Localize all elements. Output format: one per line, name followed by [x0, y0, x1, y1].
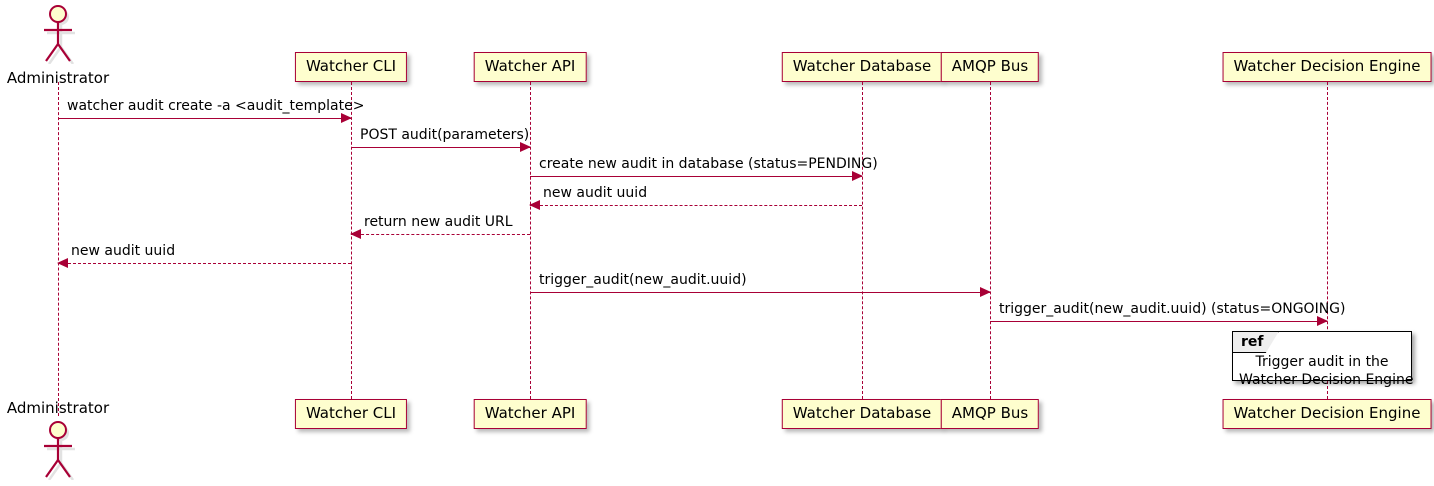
participant-label-watcher-decision-engine-bottom: Watcher Decision Engine	[1233, 404, 1421, 422]
participant-label-watcher-database-bottom: Watcher Database	[792, 404, 932, 422]
lifeline-watcher-database	[862, 82, 863, 399]
message-line	[351, 234, 530, 235]
lifeline-watcher-api	[530, 82, 531, 399]
lifeline-watcher-decision-engine	[1327, 82, 1328, 399]
stick-figure-icon	[44, 421, 75, 481]
message-label: new audit uuid	[543, 185, 648, 201]
ref-fragment: ref Trigger audit in the Watcher Decisio…	[1232, 331, 1413, 388]
participant-amqp-bus-top[interactable]: AMQP Bus	[940, 52, 1040, 82]
arrowhead-icon	[57, 258, 68, 268]
lifeline-amqp-bus	[990, 82, 991, 399]
participant-watcher-database-bottom[interactable]: Watcher Database	[781, 399, 943, 429]
participant-watcher-cli-top[interactable]: Watcher CLI	[294, 52, 408, 82]
participant-label-watcher-database-top: Watcher Database	[792, 57, 932, 75]
message-line	[58, 263, 351, 264]
participant-label-watcher-cli-top: Watcher CLI	[305, 57, 397, 75]
stick-figure-icon	[44, 5, 75, 65]
lifeline-administrator	[58, 82, 59, 416]
participant-watcher-cli-bottom[interactable]: Watcher CLI	[294, 399, 408, 429]
participant-amqp-bus-bottom[interactable]: AMQP Bus	[940, 399, 1040, 429]
arrowhead-icon	[852, 171, 863, 181]
participant-label-administrator-bottom: Administrator	[6, 399, 110, 417]
arrowhead-icon	[520, 142, 531, 152]
actor-administrator-top	[35, 4, 81, 68]
message-label: trigger_audit(new_audit.uuid) (status=ON…	[999, 301, 1346, 317]
participant-label-watcher-api-top: Watcher API	[484, 57, 576, 75]
ref-fragment-line-1: Trigger audit in the	[1255, 354, 1389, 370]
actor-administrator-bottom	[35, 420, 81, 484]
message-label: POST audit(parameters)	[360, 127, 530, 143]
participant-label-watcher-cli-bottom: Watcher CLI	[305, 404, 397, 422]
participant-label-administrator-top: Administrator	[6, 69, 110, 87]
ref-fragment-tab-label: ref	[1233, 332, 1279, 353]
message-line	[530, 292, 990, 293]
participant-label-watcher-decision-engine-top: Watcher Decision Engine	[1233, 57, 1421, 75]
participant-watcher-decision-engine-bottom[interactable]: Watcher Decision Engine	[1222, 399, 1432, 429]
participant-label-amqp-bus-bottom: AMQP Bus	[951, 404, 1029, 422]
message-label: trigger_audit(new_audit.uuid)	[539, 272, 747, 288]
message-line	[351, 147, 530, 148]
message-line	[530, 205, 862, 206]
participant-watcher-api-bottom[interactable]: Watcher API	[473, 399, 587, 429]
arrowhead-icon	[1317, 316, 1328, 326]
message-label: watcher audit create -a <audit_template>	[67, 98, 365, 114]
lifeline-watcher-cli	[351, 82, 352, 399]
message-line	[530, 176, 862, 177]
message-line	[990, 321, 1327, 322]
ref-fragment-body: Trigger audit in the Watcher Decision En…	[1233, 354, 1414, 389]
message-label: return new audit URL	[364, 214, 513, 230]
ref-fragment-line-2: Watcher Decision Engine	[1239, 371, 1414, 388]
message-line	[58, 118, 351, 119]
participant-label-amqp-bus-top: AMQP Bus	[951, 57, 1029, 75]
message-label: create new audit in database (status=PEN…	[539, 156, 878, 172]
participant-watcher-api-top[interactable]: Watcher API	[473, 52, 587, 82]
message-label: new audit uuid	[71, 243, 176, 259]
arrowhead-icon	[350, 229, 361, 239]
participant-label-watcher-api-bottom: Watcher API	[484, 404, 576, 422]
arrowhead-icon	[341, 113, 352, 123]
participant-watcher-decision-engine-top[interactable]: Watcher Decision Engine	[1222, 52, 1432, 82]
participant-watcher-database-top[interactable]: Watcher Database	[781, 52, 943, 82]
arrowhead-icon	[980, 287, 991, 297]
arrowhead-icon	[529, 200, 540, 210]
